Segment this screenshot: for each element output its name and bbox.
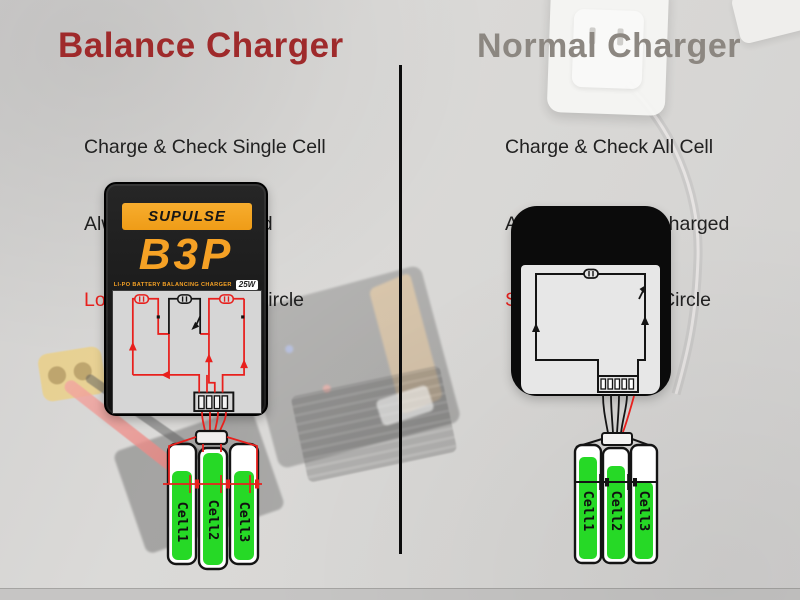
battery-series-symbols xyxy=(599,474,637,490)
feature-text: Charge & Check Single Cell xyxy=(84,136,326,158)
feature-line: Charge & Check All Cell xyxy=(505,135,729,161)
middle-cell-loop xyxy=(168,297,202,334)
cell-label: Cell3 xyxy=(236,502,252,543)
charger-subtitle-row: LI-PO BATTERY BALANCING CHARGER 25W xyxy=(106,280,266,290)
switch-contact xyxy=(638,285,646,300)
balanced-battery-pack: Cell1 Cell2 Cell3 xyxy=(163,411,262,571)
cell-label: Cell1 xyxy=(174,502,190,543)
cell-charge-levels xyxy=(172,453,254,565)
cell-label: Cell3 xyxy=(636,491,652,532)
brand-banner: SUPULSE xyxy=(122,203,252,230)
output-connector xyxy=(597,375,639,393)
balance-circuit-panel xyxy=(112,290,262,414)
cell-label: Cell2 xyxy=(205,500,221,541)
cell-charge-levels xyxy=(579,457,653,559)
balance-circuit-diagram xyxy=(128,294,248,412)
feature-text: Charge & Check All Cell xyxy=(505,136,714,158)
red-output-wire xyxy=(622,395,635,433)
balance-charger-device: SUPULSE B3P LI-PO BATTERY BALANCING CHAR… xyxy=(104,182,268,416)
normal-circuit-panel xyxy=(521,265,660,394)
fuse-symbol xyxy=(583,268,599,279)
cell-label: Cell2 xyxy=(608,491,624,532)
balance-connector xyxy=(193,391,235,412)
switch-contacts xyxy=(156,315,245,331)
xt60-pin xyxy=(46,365,68,386)
normal-circuit-diagram xyxy=(532,268,649,393)
cell-label: Cell1 xyxy=(580,491,596,532)
pack-balance-wiring xyxy=(163,436,262,485)
power-badge: 25W xyxy=(235,280,259,290)
left-title: Balance Charger xyxy=(58,26,344,65)
output-wires xyxy=(602,394,628,434)
model-logo: B3P xyxy=(138,230,234,279)
current-flow-arrows xyxy=(532,316,649,332)
balance-plug xyxy=(194,429,229,446)
balance-circuit-wires xyxy=(131,297,245,393)
single-loop-circuit xyxy=(535,273,646,376)
center-divider-line xyxy=(399,65,402,554)
normal-charger-device xyxy=(511,206,671,396)
balance-leads xyxy=(201,411,227,432)
output-plug xyxy=(601,432,633,446)
unbalanced-battery-pack: Cell1 Cell2 Cell3 xyxy=(573,394,659,565)
right-title: Normal Charger xyxy=(477,27,741,65)
current-flow-arrows xyxy=(128,341,248,380)
battery-series-symbols xyxy=(189,475,259,493)
table-edge xyxy=(0,588,800,600)
brand-logo: SUPULSE xyxy=(148,208,226,225)
fuse-symbols xyxy=(134,294,235,304)
feature-line: Charge & Check Single Cell xyxy=(84,135,326,161)
charger-type-label: LI-PO BATTERY BALANCING CHARGER xyxy=(113,282,232,288)
